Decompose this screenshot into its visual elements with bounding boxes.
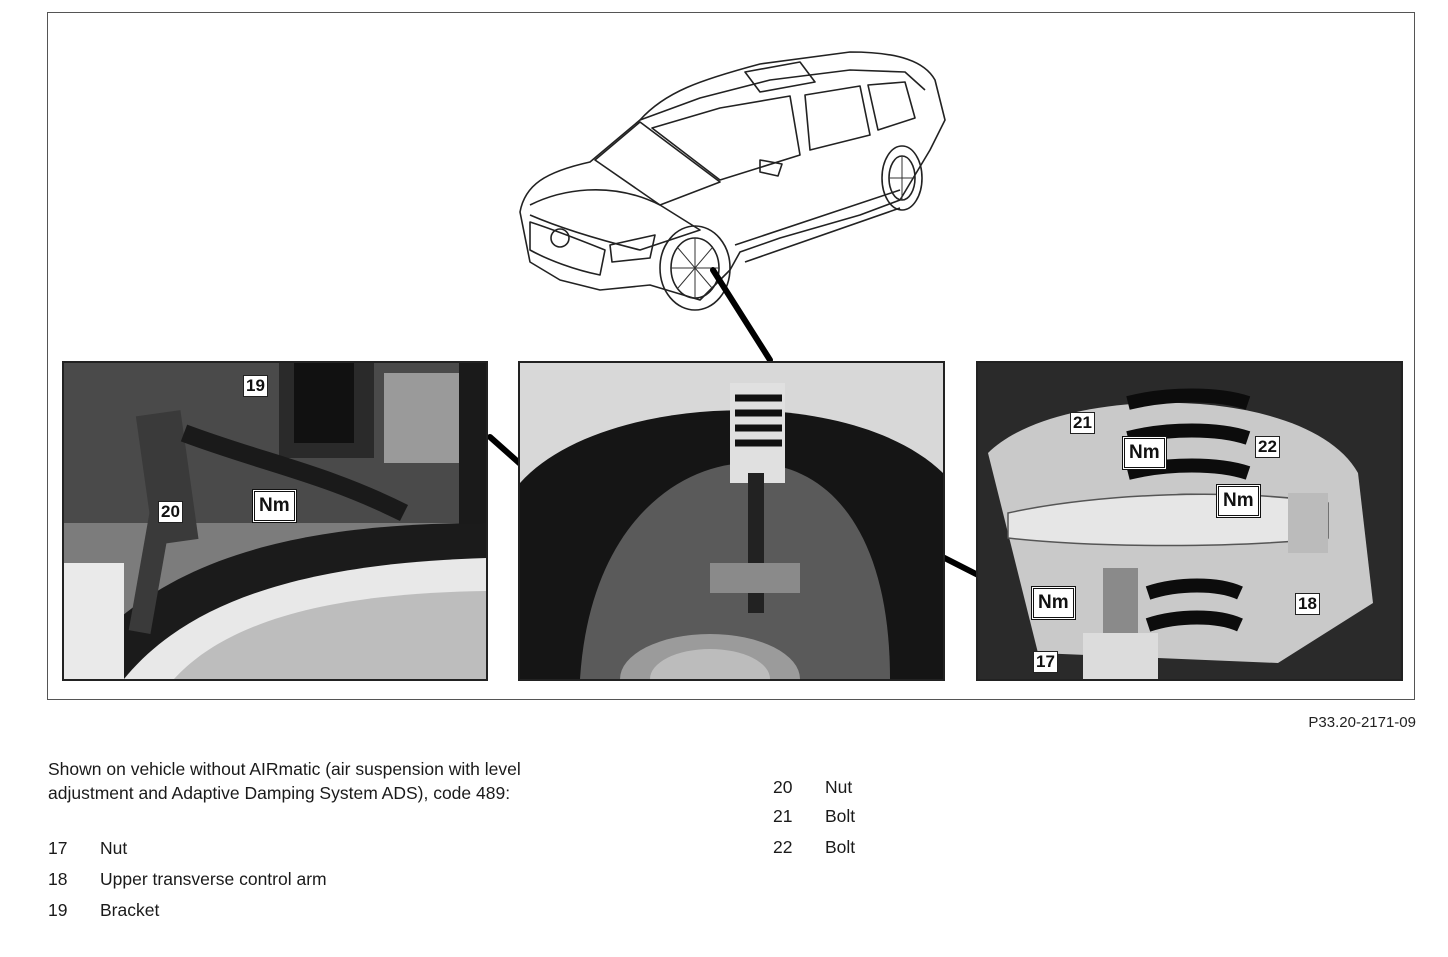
callout-19: 19	[243, 375, 268, 397]
legend-item: 17 Nut	[48, 838, 327, 869]
figure-frame	[47, 12, 1415, 700]
legend-label: Upper transverse control arm	[100, 869, 327, 889]
legend-right: 20 Nut 21 Bolt 22 Bolt	[773, 777, 855, 868]
callout-21: 21	[1070, 412, 1095, 434]
legend-label: Bolt	[825, 837, 856, 857]
legend-number: 21	[773, 806, 793, 826]
detail-photo-right	[976, 361, 1403, 681]
legend-item: 21 Bolt	[773, 806, 855, 837]
torque-symbol: Nm	[1031, 586, 1076, 620]
torque-symbol: Nm	[252, 489, 297, 523]
legend-number: 19	[48, 900, 68, 920]
figure-caption: Shown on vehicle without AIRmatic (air s…	[48, 759, 521, 803]
torque-symbol: Nm	[1216, 484, 1261, 518]
figure-reference: P33.20-2171-09	[1308, 714, 1416, 731]
detail-photo-middle	[518, 361, 945, 681]
legend-label: Bolt	[825, 806, 856, 826]
legend-item: 19 Bracket	[48, 900, 327, 931]
legend-number: 20	[773, 777, 793, 797]
legend-label: Nut	[825, 777, 853, 797]
detail-photo-left	[62, 361, 488, 681]
legend-item: 18 Upper transverse control arm	[48, 869, 327, 900]
legend-number: 17	[48, 838, 68, 858]
callout-18: 18	[1295, 593, 1320, 615]
torque-symbol: Nm	[1122, 436, 1167, 470]
legend-label: Nut	[100, 838, 128, 858]
legend-label: Bracket	[100, 900, 160, 920]
legend-number: 18	[48, 869, 68, 889]
legend-item: 22 Bolt	[773, 837, 855, 868]
callout-17: 17	[1033, 651, 1058, 673]
legend-number: 22	[773, 837, 793, 857]
callout-20: 20	[158, 501, 183, 523]
legend-left: 17 Nut 18 Upper transverse control arm 1…	[48, 838, 327, 931]
legend-item: 20 Nut	[773, 777, 855, 806]
callout-22: 22	[1255, 436, 1280, 458]
